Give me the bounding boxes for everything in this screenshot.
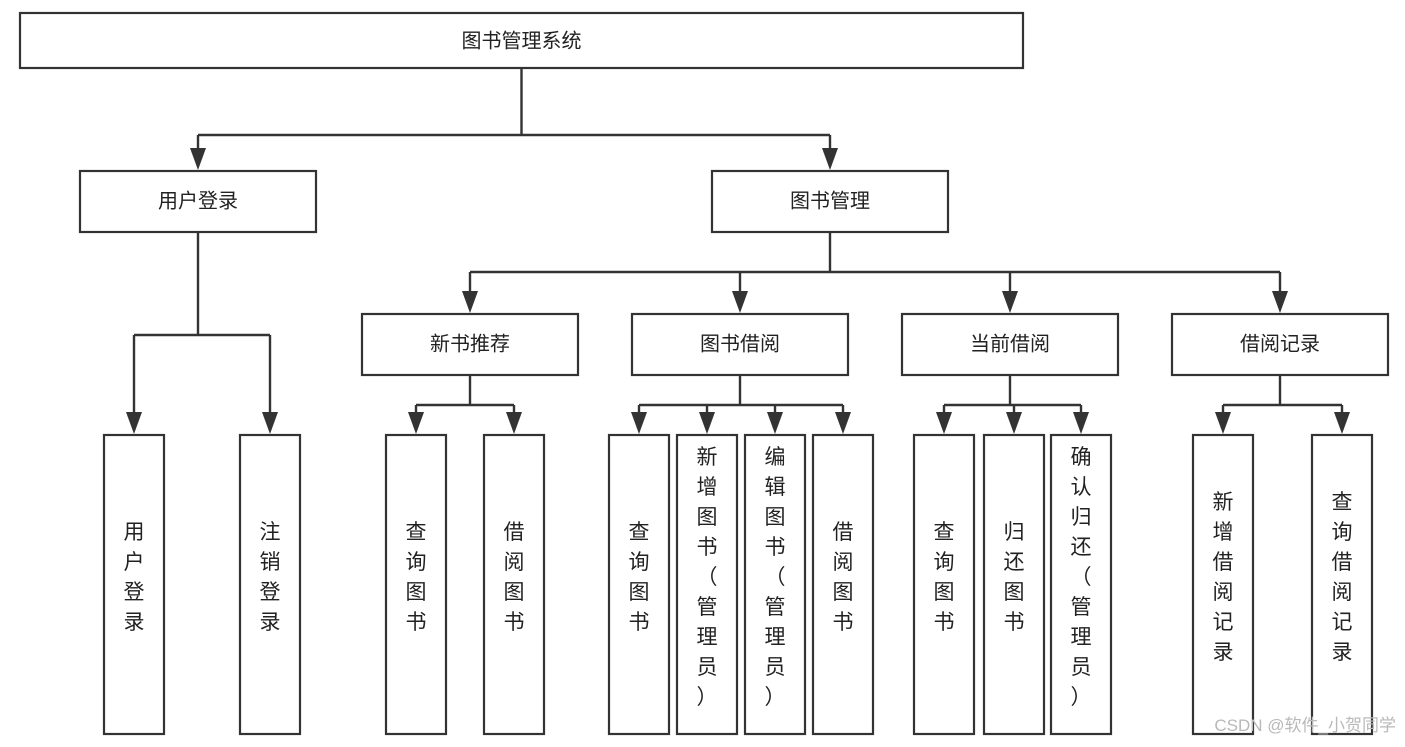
leaf-add-borrow-record-box[interactable] (1191, 433, 1255, 736)
leaf-confirm-return-admin[interactable]: 确认归还（管理员） (1049, 433, 1113, 736)
arrow-head-leaf-borrow-book-rec (506, 412, 522, 434)
node-user-login-label: 用户登录 (158, 189, 238, 212)
leaf-query-book-cur-label: 查询图书 (934, 521, 955, 634)
leaf-user-login-box[interactable] (102, 433, 166, 736)
node-book-manage[interactable]: 图书管理 (710, 169, 950, 234)
leaf-user-login-label: 用户登录 (124, 521, 145, 634)
leaf-borrow-book-rec-label: 借阅图书 (504, 521, 525, 634)
arrow-head-leaf-add-borrow-record (1215, 412, 1231, 434)
node-user-login-box[interactable] (78, 169, 318, 234)
leaf-add-book-admin[interactable]: 新增图书（管理员） (675, 433, 739, 736)
node-current-borrow[interactable]: 当前借阅 (900, 312, 1120, 377)
leaf-borrow-book-bor-box[interactable] (811, 433, 875, 736)
leaf-edit-book-admin-label: 编辑图书（管理员） (765, 446, 786, 709)
leaf-query-book-bor-label: 查询图书 (629, 521, 650, 634)
node-user-login[interactable]: 用户登录 (78, 169, 318, 234)
leaf-edit-book-admin[interactable]: 编辑图书（管理员） (743, 433, 807, 736)
arrow-head-leaf-confirm-return-admin (1073, 412, 1089, 434)
leaf-query-book-cur[interactable]: 查询图书 (912, 433, 976, 736)
leaf-query-book-rec-label: 查询图书 (406, 521, 427, 634)
arrow-head-leaf-edit-book-admin (767, 412, 783, 434)
leaf-add-book-admin-box[interactable] (675, 433, 739, 736)
node-borrow-record-label: 借阅记录 (1240, 332, 1320, 355)
arrow-head-current-borrow (1002, 291, 1018, 313)
leaf-borrow-book-rec-box[interactable] (482, 433, 546, 736)
arrow-head-leaf-query-book-cur (936, 412, 952, 434)
leaf-user-logout[interactable]: 注销登录 (238, 433, 302, 736)
arrow-head-new-book-rec (462, 291, 478, 313)
leaf-confirm-return-admin-label: 确认归还（管理员） (1071, 446, 1092, 709)
connector-layer (126, 68, 1350, 434)
leaf-add-book-admin-label: 新增图书（管理员） (697, 446, 718, 709)
leaf-return-book[interactable]: 归还图书 (982, 433, 1046, 736)
arrow-head-leaf-query-borrow-record (1334, 412, 1350, 434)
leaf-user-logout-label: 注销登录 (260, 521, 281, 634)
leaf-query-borrow-record-box[interactable] (1310, 433, 1374, 736)
leaf-query-book-bor-box[interactable] (607, 433, 671, 736)
leaf-borrow-book-bor-label: 借阅图书 (833, 521, 854, 634)
leaf-query-book-cur-box[interactable] (912, 433, 976, 736)
arrow-head-user-login (190, 148, 206, 170)
leaf-user-login[interactable]: 用户登录 (102, 433, 166, 736)
arrow-head-borrow-record (1272, 291, 1288, 313)
leaf-query-borrow-record-label: 查询借阅记录 (1332, 491, 1353, 664)
leaf-add-borrow-record[interactable]: 新增借阅记录 (1191, 433, 1255, 736)
node-borrow-record[interactable]: 借阅记录 (1170, 312, 1390, 377)
leaf-edit-book-admin-box[interactable] (743, 433, 807, 736)
node-root[interactable]: 图书管理系统 (18, 11, 1025, 70)
leaf-query-book-bor[interactable]: 查询图书 (607, 433, 671, 736)
node-new-book-rec[interactable]: 新书推荐 (360, 312, 580, 377)
arrow-head-leaf-query-book-bor (631, 412, 647, 434)
arrow-head-leaf-user-logout (262, 412, 278, 434)
arrow-head-leaf-user-login (126, 412, 142, 434)
arrow-head-leaf-borrow-book-bor (835, 412, 851, 434)
node-book-borrow-label: 图书借阅 (700, 332, 780, 355)
node-new-book-rec-label: 新书推荐 (430, 332, 510, 355)
node-book-borrow-box[interactable] (630, 312, 850, 377)
leaf-query-book-rec-box[interactable] (384, 433, 448, 736)
node-new-book-rec-box[interactable] (360, 312, 580, 377)
node-current-borrow-box[interactable] (900, 312, 1120, 377)
node-root-box[interactable] (18, 11, 1025, 70)
leaf-user-logout-box[interactable] (238, 433, 302, 736)
node-current-borrow-label: 当前借阅 (970, 332, 1050, 355)
leaf-confirm-return-admin-box[interactable] (1049, 433, 1113, 736)
node-book-manage-label: 图书管理 (790, 189, 870, 212)
leaf-add-borrow-record-label: 新增借阅记录 (1213, 491, 1234, 664)
arrow-head-book-manage (822, 148, 838, 170)
node-book-manage-box[interactable] (710, 169, 950, 234)
arrow-head-leaf-query-book-rec (408, 412, 424, 434)
watermark-label: CSDN @软件_小贺同学 (1214, 716, 1396, 735)
leaf-return-book-label: 归还图书 (1004, 521, 1025, 634)
node-root-label: 图书管理系统 (462, 29, 582, 52)
node-borrow-record-box[interactable] (1170, 312, 1390, 377)
arrow-head-book-borrow (732, 291, 748, 313)
arrow-head-leaf-return-book (1006, 412, 1022, 434)
leaf-borrow-book-rec[interactable]: 借阅图书 (482, 433, 546, 736)
leaf-return-book-box[interactable] (982, 433, 1046, 736)
arrow-head-leaf-add-book-admin (699, 412, 715, 434)
leaf-query-borrow-record[interactable]: 查询借阅记录 (1310, 433, 1374, 736)
node-book-borrow[interactable]: 图书借阅 (630, 312, 850, 377)
leaf-query-book-rec[interactable]: 查询图书 (384, 433, 448, 736)
leaf-borrow-book-bor[interactable]: 借阅图书 (811, 433, 875, 736)
